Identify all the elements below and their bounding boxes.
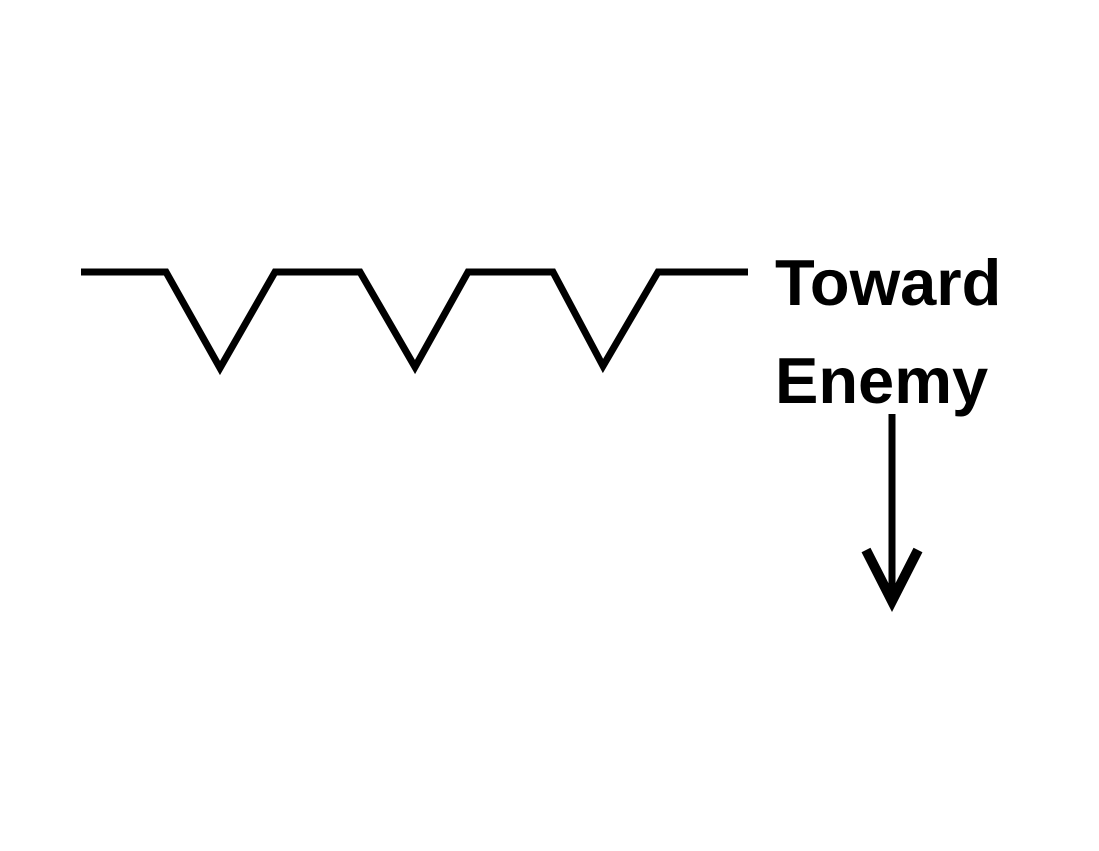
toward-enemy-label-line2: Enemy [775,344,989,417]
toward-enemy-label-line1: Toward [775,246,1002,319]
toward-enemy-label: Toward Enemy [775,234,1001,430]
arrow-head-down-icon [861,547,923,613]
fortified-line-symbol [81,268,748,376]
toward-enemy-arrow [861,414,923,613]
